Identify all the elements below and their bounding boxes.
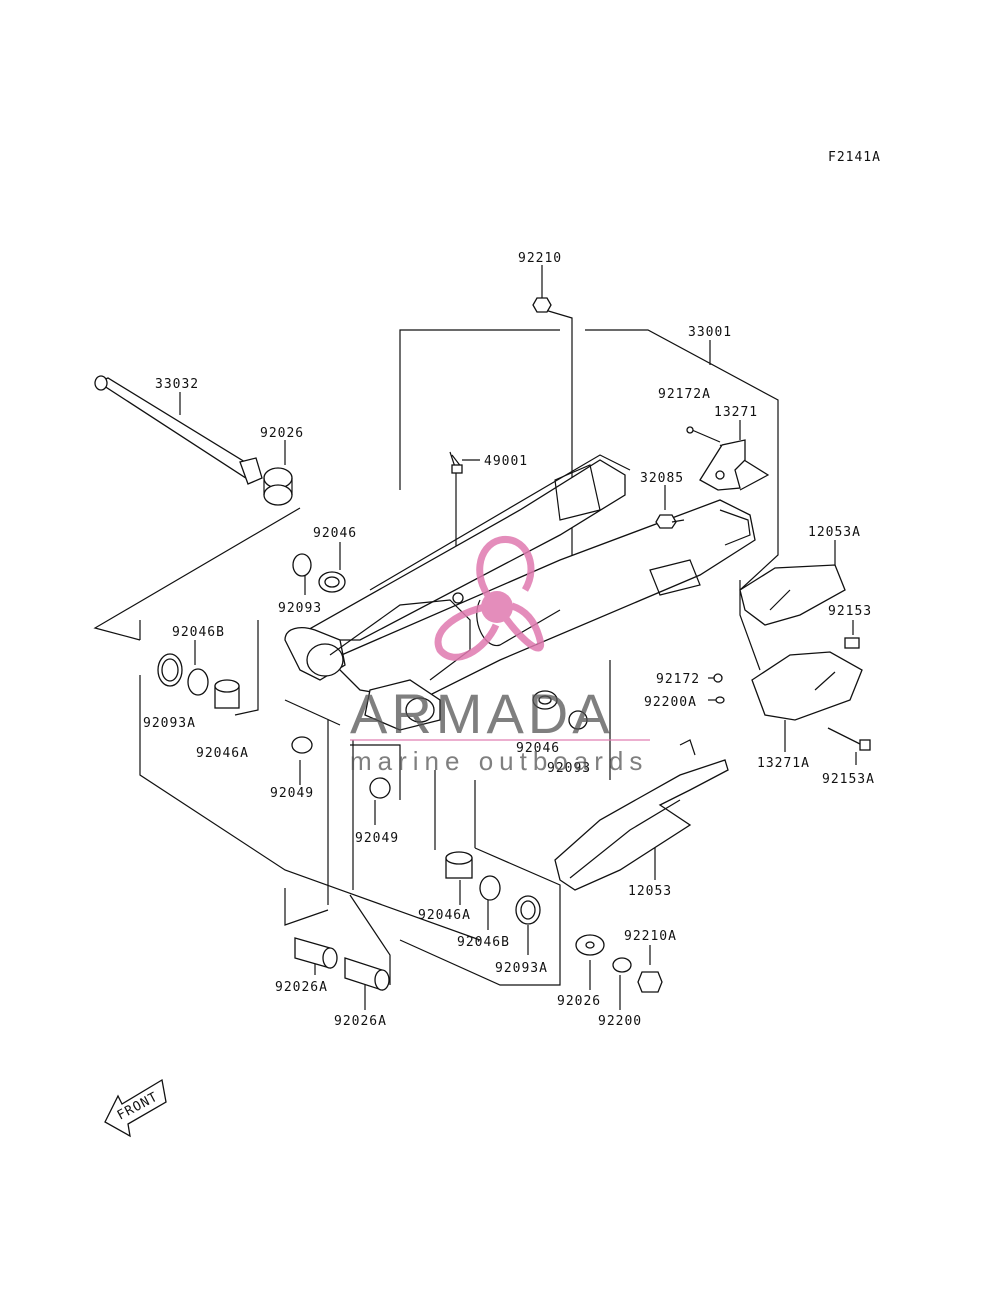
- part-label: 92172A: [658, 387, 711, 402]
- part-label: 92093: [278, 601, 322, 616]
- part-chain-slider-12053A: [739, 564, 863, 721]
- part-label: 13271A: [757, 756, 810, 771]
- part-label: 33001: [688, 325, 732, 340]
- part-label: 92026: [260, 426, 304, 441]
- part-label: 92210A: [624, 929, 677, 944]
- part-label: 92093A: [495, 961, 548, 976]
- part-label: 92200A: [644, 695, 697, 710]
- part-label: 12053: [628, 884, 672, 899]
- part-collar-92026A-right: [344, 957, 390, 991]
- part-nut-92210A: [637, 971, 663, 993]
- part-label: 92200: [598, 1014, 642, 1029]
- part-label: 92210: [518, 251, 562, 266]
- part-collar-92026A-left: [294, 937, 338, 969]
- part-label: 13271: [714, 405, 758, 420]
- part-label: 92172: [656, 672, 700, 687]
- part-label: 32085: [640, 471, 684, 486]
- part-label: 33032: [155, 377, 199, 392]
- part-label: 92049: [355, 831, 399, 846]
- part-label: 92046A: [418, 908, 471, 923]
- propeller-logo-icon: [434, 536, 545, 661]
- part-bushing-92046A-bot: [445, 851, 473, 879]
- part-label: 92049: [270, 786, 314, 801]
- watermark-brand: ARMADA: [350, 682, 614, 745]
- part-label: 92093: [547, 761, 591, 776]
- part-label: 92026A: [334, 1014, 387, 1029]
- part-seal-92093-mid: [568, 710, 588, 730]
- part-seal-92093-top: [292, 553, 312, 577]
- part-label: 92026A: [275, 980, 328, 995]
- part-washer-92026-bot: [575, 934, 605, 956]
- part-seal-92093A-left: [157, 653, 183, 687]
- part-screw-92172: [713, 673, 723, 683]
- front-arrow-icon: FRONT: [104, 1078, 167, 1138]
- part-label: 92026: [557, 994, 601, 1009]
- part-bolt-92153A: [827, 727, 871, 751]
- part-label: 92153: [828, 604, 872, 619]
- watermark-tagline: marine outboards: [350, 746, 648, 776]
- part-label: 92093A: [143, 716, 196, 731]
- part-grease-fitting-49001: [449, 451, 463, 474]
- part-bushing-92046-mid: [532, 690, 558, 710]
- part-pivot-shaft-33032: [94, 375, 263, 485]
- part-label: 92046: [516, 741, 560, 756]
- part-label: 92153A: [822, 772, 875, 787]
- part-label: 92046B: [172, 625, 225, 640]
- diagram-code: F2141A: [828, 150, 881, 165]
- part-bolt-92153: [844, 637, 860, 649]
- part-washer-92046B-left: [187, 668, 209, 696]
- part-bushing-92046-top: [318, 571, 346, 593]
- part-label: 49001: [484, 454, 528, 469]
- part-washer-92200A: [715, 696, 725, 704]
- part-collar-92049-mid: [369, 777, 391, 799]
- part-chain-guide-13271: [686, 426, 746, 491]
- part-seal-92093A-bot: [515, 895, 541, 925]
- part-nut-92210: [532, 297, 552, 313]
- part-label: 92046A: [196, 746, 249, 761]
- part-label: 12053A: [808, 525, 861, 540]
- part-bolt-32085: [655, 514, 685, 529]
- part-labels: 92210 33001 33032 92172A 13271 92026 490…: [143, 251, 875, 1029]
- part-washer-92046B-bot: [479, 875, 501, 901]
- part-collar-92026-top: [263, 467, 293, 506]
- part-label: 92046: [313, 526, 357, 541]
- part-chain-guide-12053: [554, 739, 729, 891]
- part-collar-92049-left: [291, 736, 313, 754]
- part-washer-92200: [612, 957, 632, 973]
- armada-watermark: ARMADA marine outboards: [350, 536, 650, 776]
- part-bushing-92046A-left: [214, 679, 240, 709]
- part-label: 92046B: [457, 935, 510, 950]
